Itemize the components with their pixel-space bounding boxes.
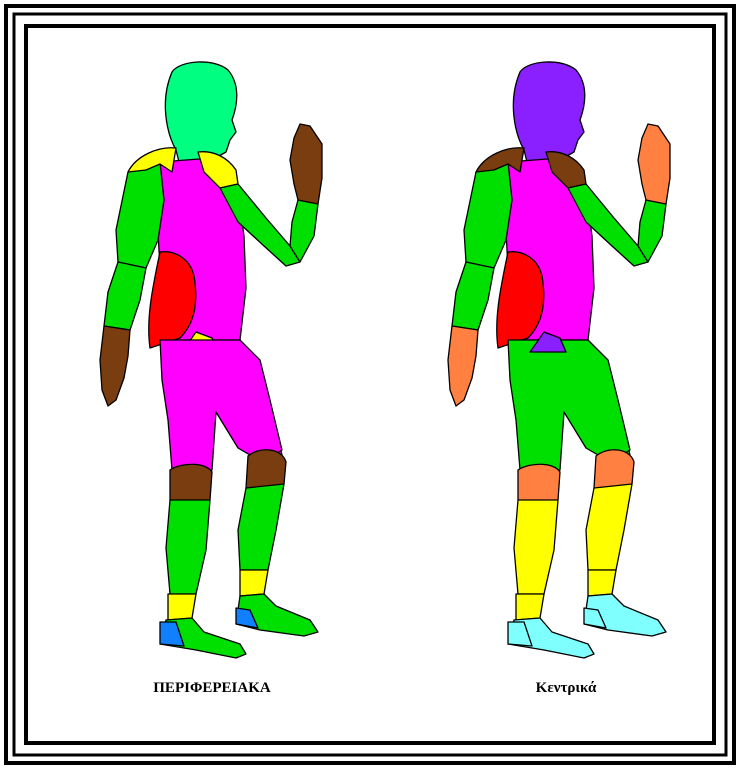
ankle-back [240, 570, 268, 596]
ankle-front [168, 594, 196, 620]
ankle-front [516, 594, 544, 620]
caption-peripheral: ΠΕΡΙΦΕΡΕΙΑΚΑ [153, 680, 271, 696]
ankle-back [588, 570, 616, 596]
caption-central: Κεντρικά [536, 680, 597, 696]
